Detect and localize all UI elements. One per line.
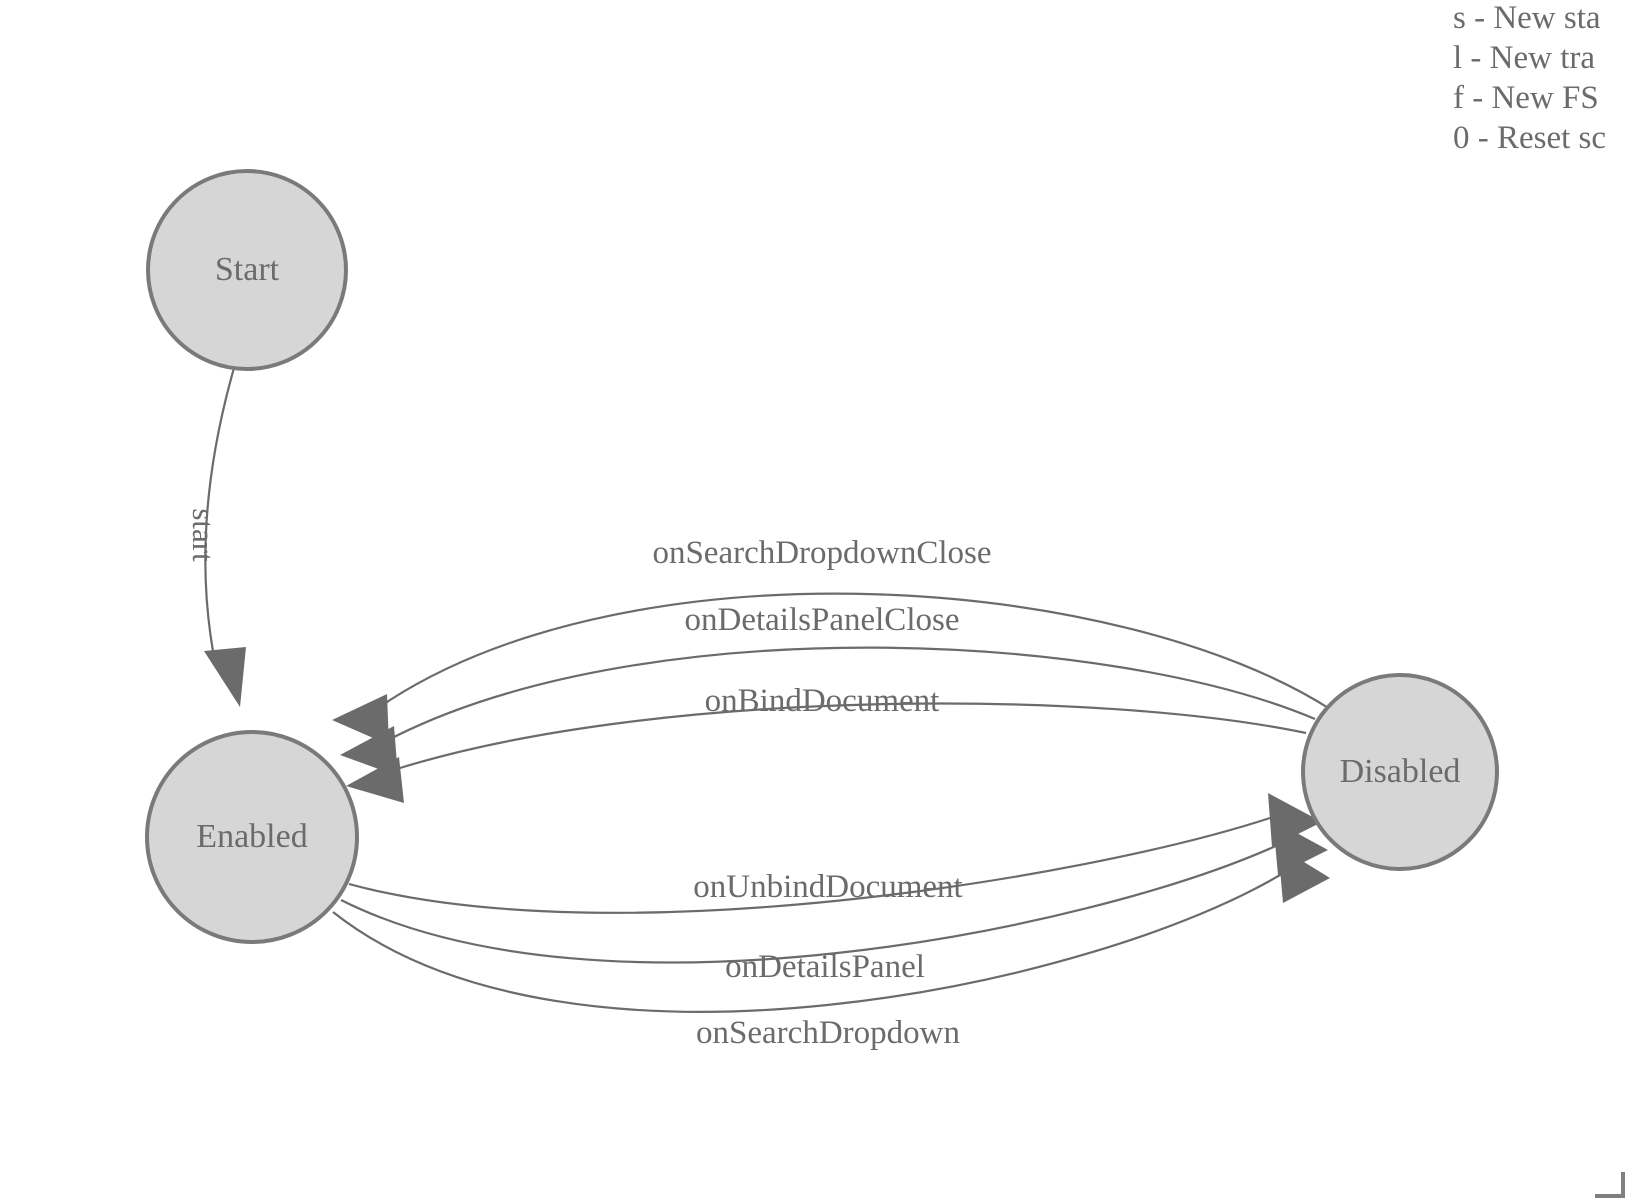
- transition-onSearchDropdown-path: [332, 861, 1301, 1013]
- transition-onUnbindDocument-label: onUnbindDocument: [693, 869, 962, 905]
- transition-onUnbindDocument-path: [348, 809, 1289, 914]
- state-node-enabled[interactable]: Enabled: [145, 730, 359, 944]
- transition-onSearchDropdownClose[interactable]: onSearchDropdownClose: [332, 535, 1331, 745]
- resize-handle-vertical-bar: [1621, 1172, 1625, 1198]
- transition-onDetailsPanelClose-arrowhead: [340, 726, 398, 776]
- transition-onDetailsPanel-path: [340, 836, 1296, 964]
- transition-onSearchDropdownClose-path: [371, 592, 1331, 714]
- state-disabled-label: Disabled: [1340, 753, 1461, 790]
- transition-onSearchDropdown-label: onSearchDropdown: [696, 1015, 960, 1051]
- state-enabled-label: Enabled: [196, 818, 307, 855]
- transition-start-path: [204, 367, 236, 668]
- state-disabled-circle: [1301, 673, 1499, 871]
- resize-handle-horizontal-bar: [1595, 1194, 1625, 1198]
- state-enabled-circle: [145, 730, 359, 944]
- state-node-disabled[interactable]: Disabled: [1301, 673, 1499, 871]
- transition-onBindDocument[interactable]: onBindDocument: [346, 683, 1307, 803]
- transition-onSearchDropdownClose-label: onSearchDropdownClose: [652, 535, 991, 571]
- state-start-circle: [146, 169, 348, 371]
- transition-onBindDocument-label: onBindDocument: [705, 683, 940, 719]
- transition-onUnbindDocument[interactable]: onUnbindDocument: [348, 793, 1322, 914]
- transition-onDetailsPanelClose-label: onDetailsPanelClose: [685, 602, 960, 638]
- state-start-label: Start: [215, 251, 280, 288]
- resize-handle[interactable]: [1595, 1172, 1625, 1198]
- transition-onSearchDropdown-arrowhead: [1278, 846, 1330, 903]
- transition-onBindDocument-path: [384, 702, 1307, 776]
- transition-onDetailsPanelClose-path: [379, 646, 1316, 746]
- transition-onDetailsPanel-label: onDetailsPanel: [725, 949, 925, 985]
- state-node-start[interactable]: Start: [146, 169, 348, 371]
- transition-onDetailsPanelClose[interactable]: onDetailsPanelClose: [340, 602, 1316, 776]
- transition-start-label: start: [186, 508, 221, 562]
- transition-start[interactable]: start: [186, 367, 246, 707]
- transition-start-arrowhead: [204, 647, 246, 707]
- transition-onSearchDropdownClose-arrowhead: [332, 694, 389, 745]
- transition-onSearchDropdown[interactable]: onSearchDropdown: [332, 846, 1330, 1051]
- transition-onBindDocument-arrowhead: [346, 757, 404, 803]
